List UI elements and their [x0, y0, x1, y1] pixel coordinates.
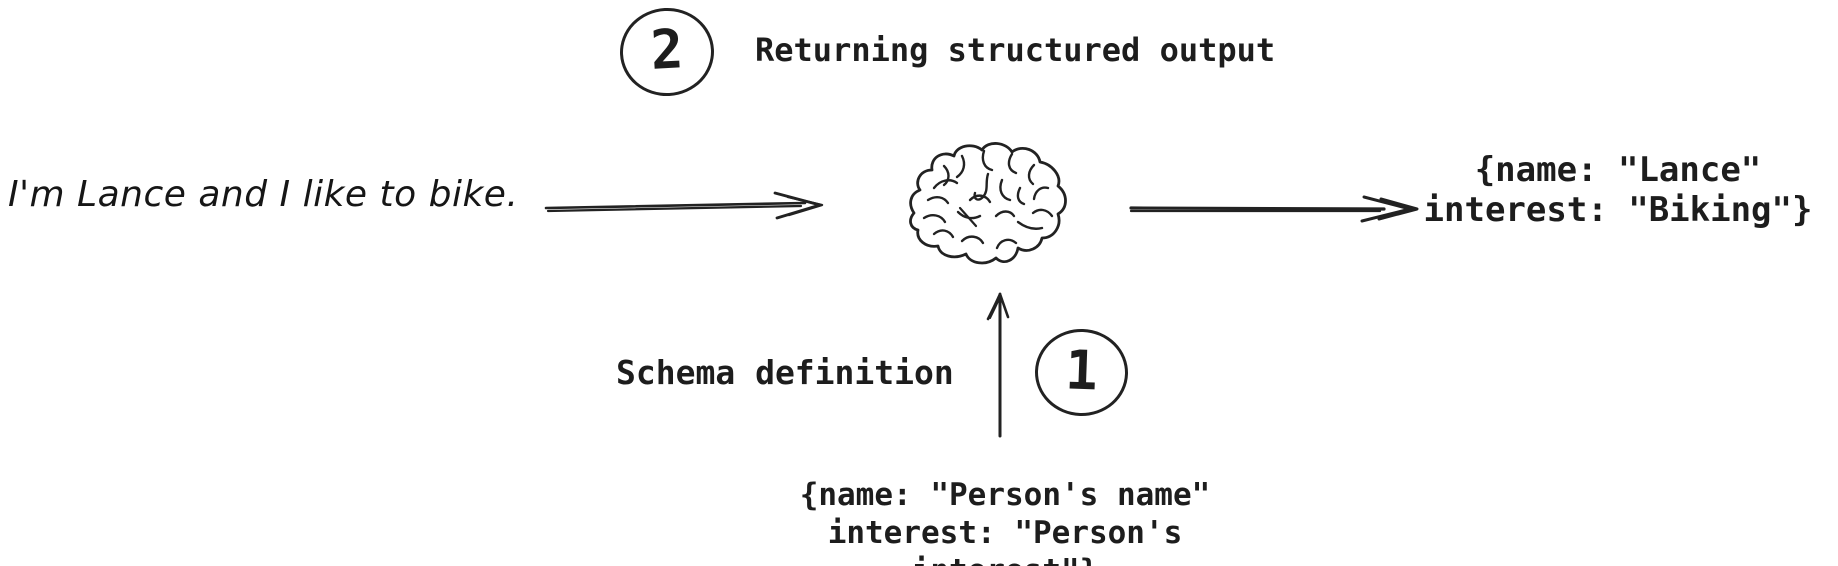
step-2-number: 2 — [648, 17, 685, 82]
structured-output: {name: "Lance" interest: "Biking"} — [1400, 150, 1836, 230]
structured-output-line2: interest: "Biking"} — [1423, 190, 1813, 230]
schema-definition-text: {name: "Person's name" interest: "Person… — [750, 476, 1260, 566]
schema-definition-line2: interest: "Person's interest"} — [827, 515, 1183, 566]
arrow-schema-to-model-icon — [986, 292, 1010, 438]
step-2-label: Returning structured output — [755, 31, 1276, 69]
input-utterance: I'm Lance and I like to bike. — [8, 174, 519, 215]
arrow-model-to-output-icon — [1129, 195, 1419, 223]
step-1-number: 1 — [1064, 337, 1099, 403]
step-2-badge: 2 — [617, 5, 717, 99]
step-1-label: Schema definition — [616, 353, 954, 392]
brain-icon — [909, 142, 1067, 265]
arrow-input-to-model-icon — [544, 191, 824, 220]
step-1-badge: 1 — [1033, 327, 1130, 418]
schema-definition-line1: {name: "Person's name" — [799, 477, 1211, 513]
structured-output-line1: {name: "Lance" — [1474, 150, 1762, 190]
